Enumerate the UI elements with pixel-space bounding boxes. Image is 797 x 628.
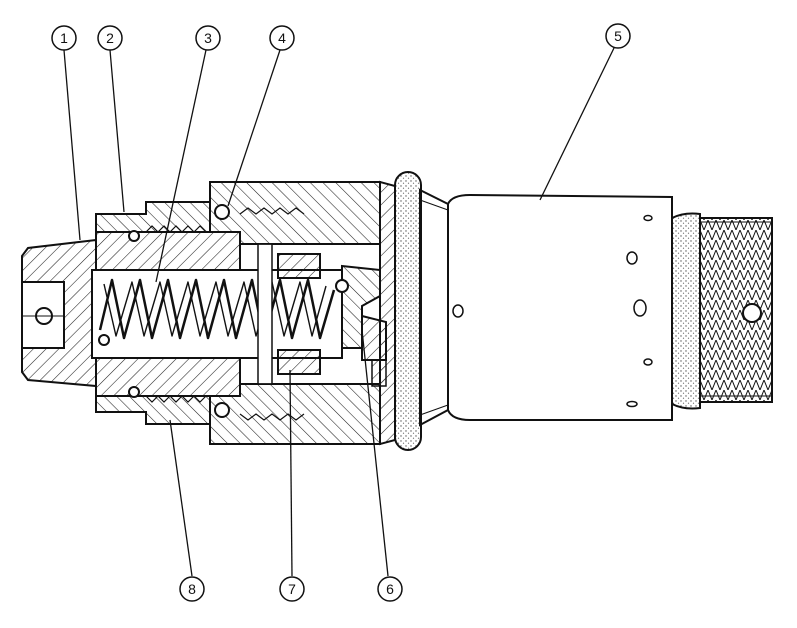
callout-1: 1 xyxy=(51,25,81,241)
callout-5: 5 xyxy=(539,23,631,201)
callout-6: 6 xyxy=(361,329,403,602)
callout-1-label: 1 xyxy=(60,30,68,46)
callout-2-label: 2 xyxy=(106,30,114,46)
callout-5-label: 5 xyxy=(614,28,622,44)
callout-6-label: 6 xyxy=(386,581,394,597)
callout-7-label: 7 xyxy=(288,581,296,597)
callout-3: 3 xyxy=(155,25,221,283)
callout-3-label: 3 xyxy=(204,30,212,46)
cross-section xyxy=(21,180,396,446)
callout-4: 4 xyxy=(227,25,295,207)
callout-2: 2 xyxy=(97,25,125,213)
callouts: 1 2 3 4 5 6 7 xyxy=(51,23,631,602)
callout-4-label: 4 xyxy=(278,30,286,46)
outer-body xyxy=(394,171,773,451)
callout-8: 8 xyxy=(169,419,205,602)
callout-7: 7 xyxy=(279,369,305,602)
callout-8-label: 8 xyxy=(188,581,196,597)
